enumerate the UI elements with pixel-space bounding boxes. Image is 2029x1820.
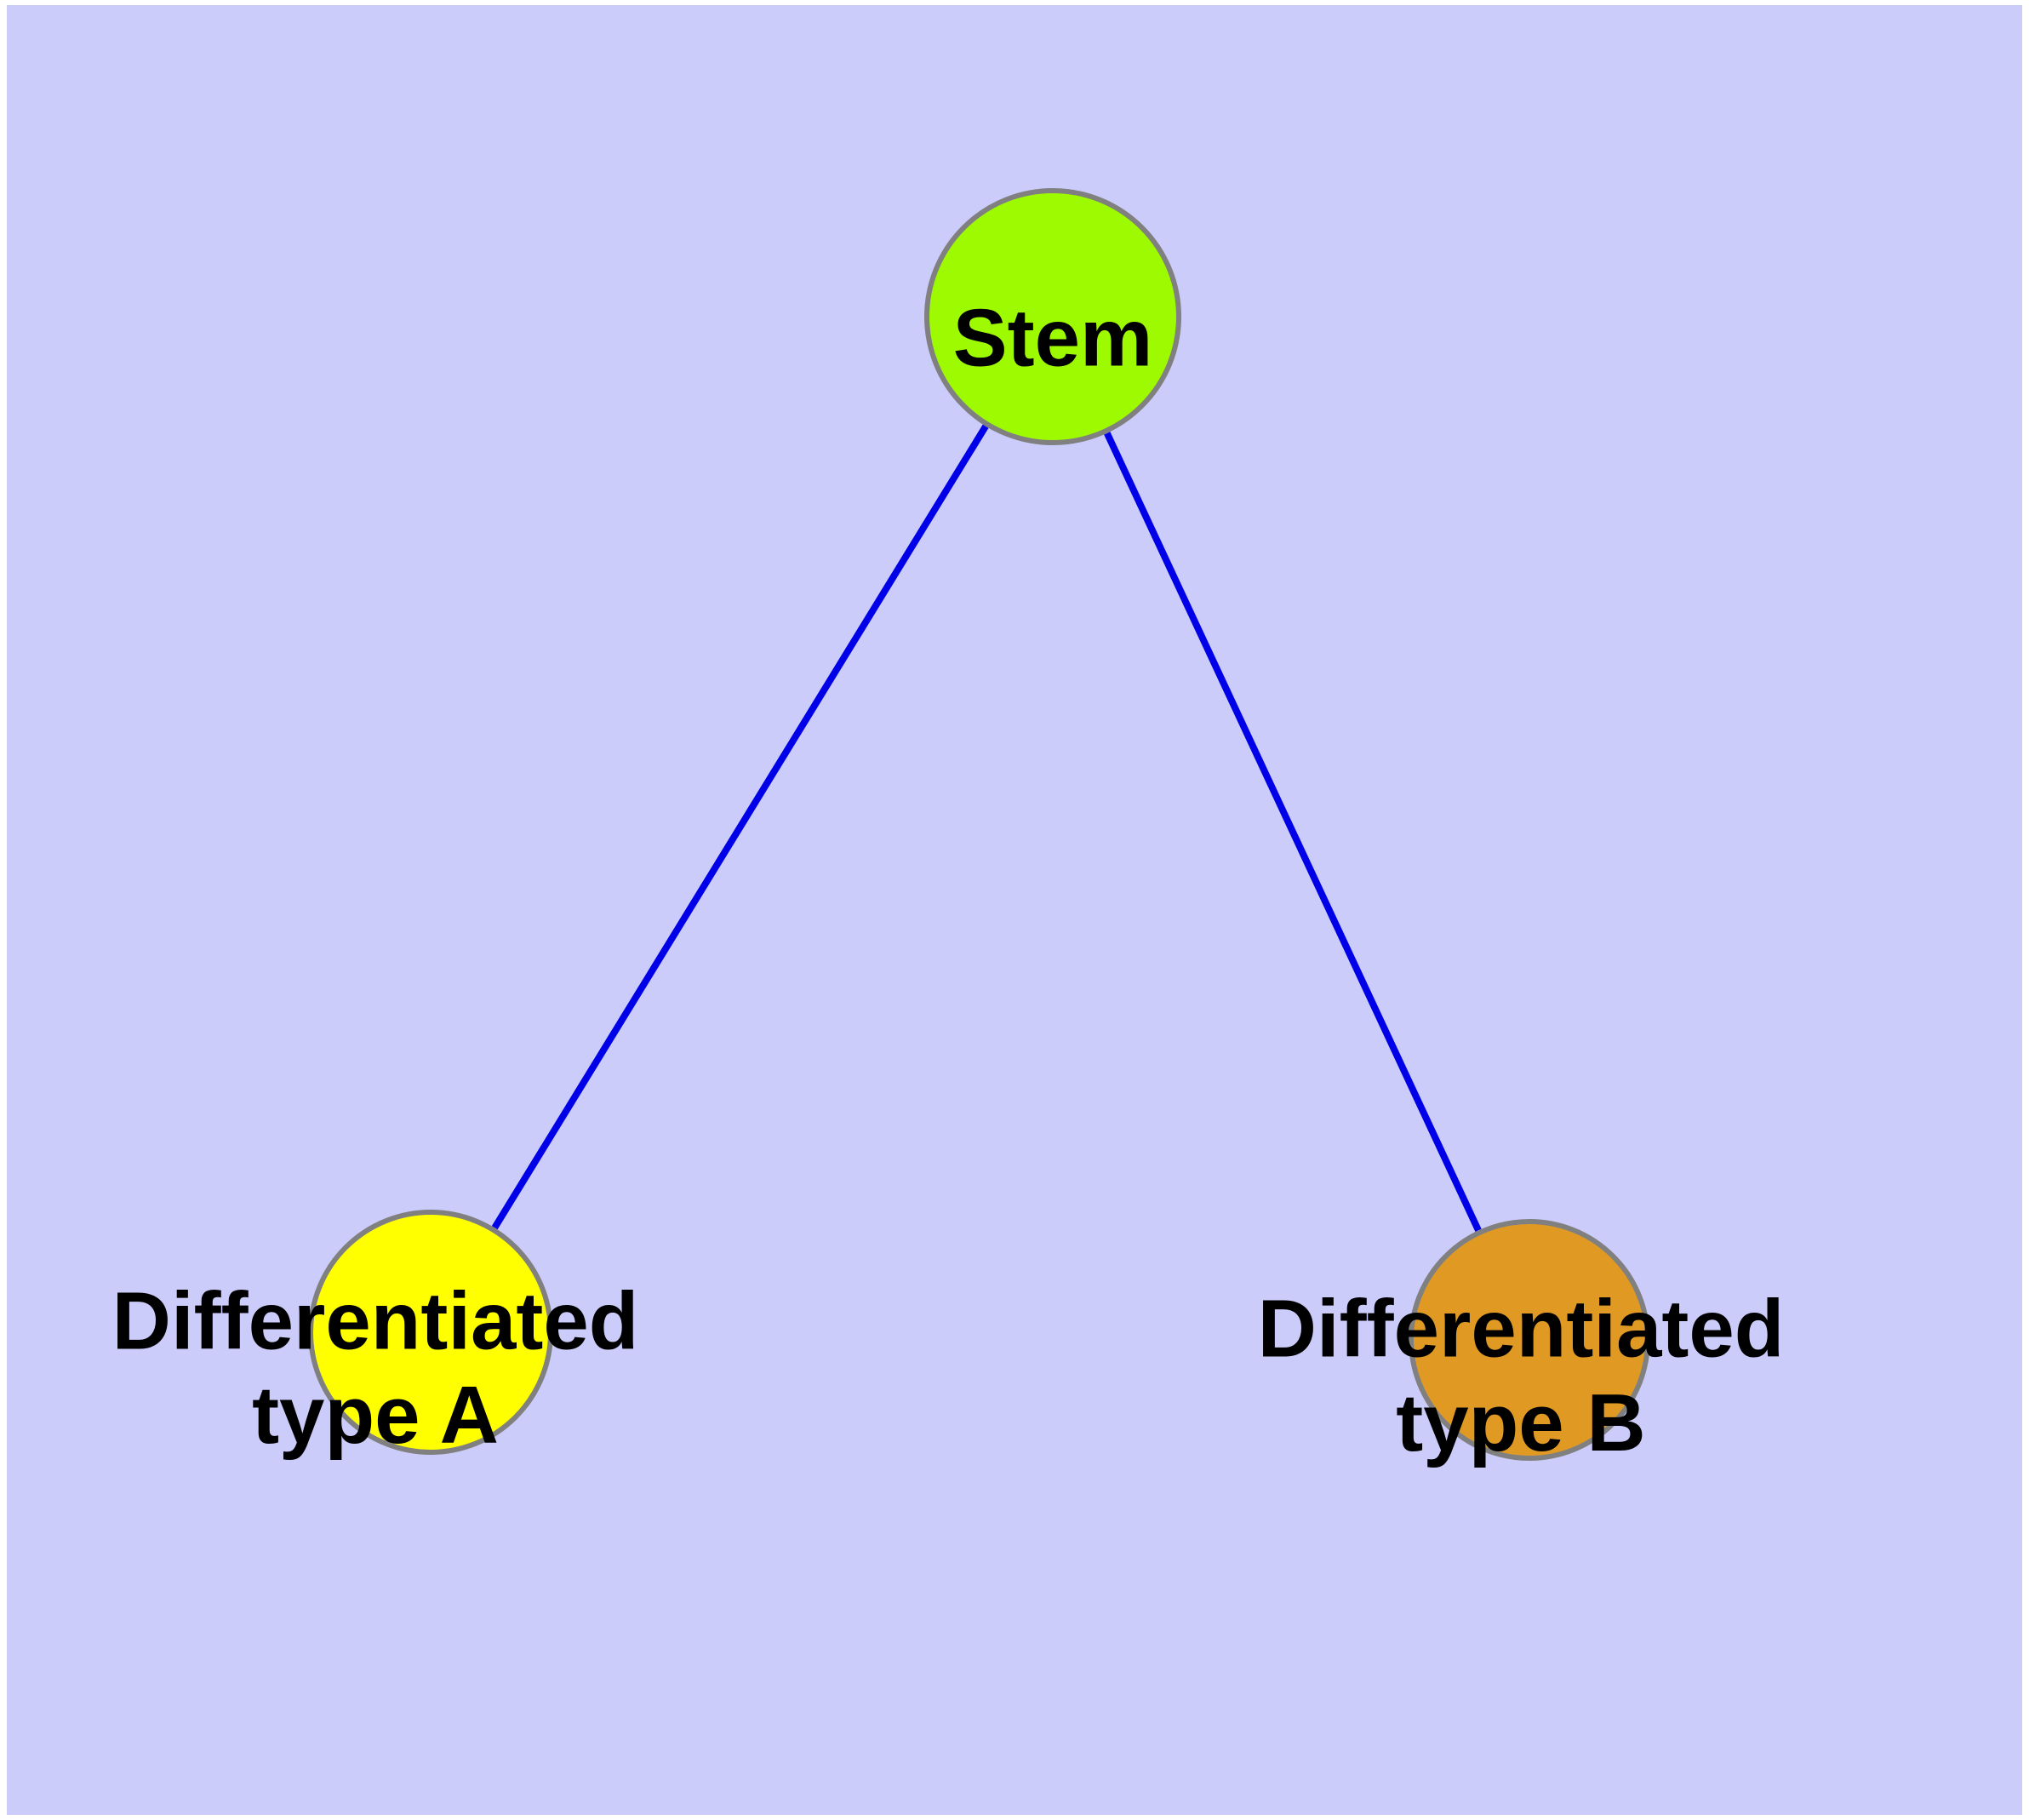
node-circle[interactable] bbox=[308, 1210, 553, 1455]
graph-edge[interactable] bbox=[491, 424, 989, 1230]
node-label-line: Differentiated bbox=[1258, 1284, 1785, 1375]
graph-node-diff_b[interactable] bbox=[1409, 1219, 1650, 1461]
graph-edge[interactable] bbox=[1104, 432, 1482, 1232]
node-circle[interactable] bbox=[1409, 1219, 1650, 1461]
graph-node-diff_a[interactable] bbox=[308, 1210, 553, 1455]
node-label-line: Stem bbox=[953, 293, 1153, 384]
node-label-line: type A bbox=[252, 1370, 499, 1461]
node-label-line: type B bbox=[1396, 1377, 1645, 1468]
node-circle[interactable] bbox=[924, 188, 1181, 445]
node-label-stem: Stem bbox=[953, 293, 1153, 384]
node-label-line: Differentiated bbox=[112, 1276, 639, 1367]
graph-node-stem[interactable] bbox=[924, 188, 1181, 445]
edge-layer bbox=[491, 424, 1482, 1232]
